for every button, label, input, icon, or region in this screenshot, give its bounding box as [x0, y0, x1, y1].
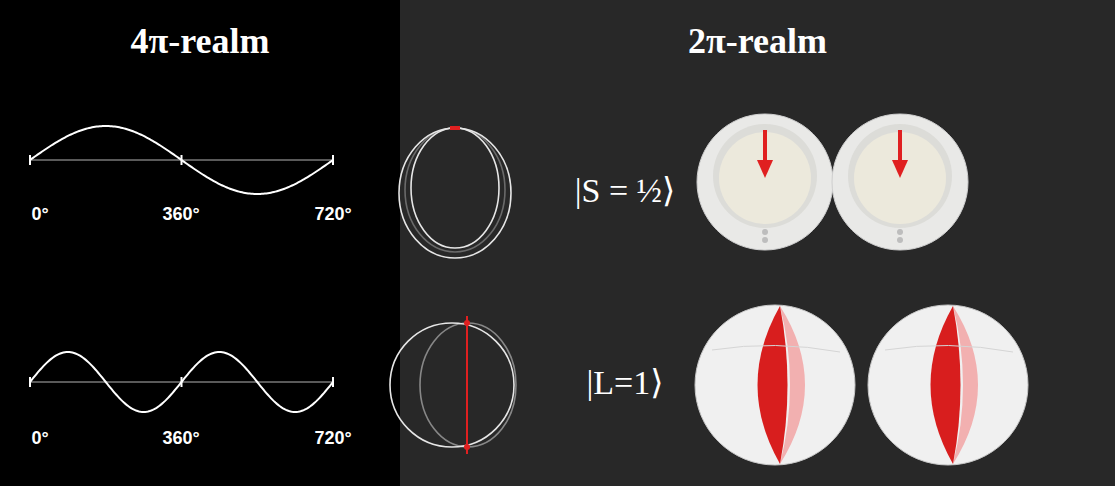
red-axis — [466, 316, 468, 454]
spin-loop-diagram — [399, 128, 511, 258]
angle-label: 0° — [31, 204, 48, 225]
realm-panel: 4π-realm — [0, 0, 400, 486]
angle-label: 720° — [314, 428, 351, 449]
state-ket: |S = ½⟩ — [575, 170, 676, 210]
angle-label: 0° — [31, 428, 48, 449]
angle-label: 360° — [162, 204, 199, 225]
sphere-model — [695, 305, 855, 465]
orbital-diagram — [390, 323, 516, 447]
realm-panel: 2π-realm — [400, 0, 1115, 486]
disc-model — [832, 114, 968, 250]
disc-model — [697, 114, 833, 250]
state-ket: |L=1⟩ — [586, 362, 663, 402]
angle-label: 360° — [162, 428, 199, 449]
wave-plots — [30, 126, 333, 412]
red-dot — [464, 444, 470, 450]
sphere-model — [868, 305, 1028, 465]
panel-title: 4π-realm — [0, 22, 400, 62]
wave-curve — [30, 126, 333, 194]
panel-title: 2π-realm — [400, 22, 1115, 62]
red-mark — [450, 126, 460, 130]
wave-curve — [30, 352, 333, 412]
angle-label: 720° — [314, 204, 351, 225]
red-dot — [464, 320, 470, 326]
panel-ground — [0, 0, 400, 486]
